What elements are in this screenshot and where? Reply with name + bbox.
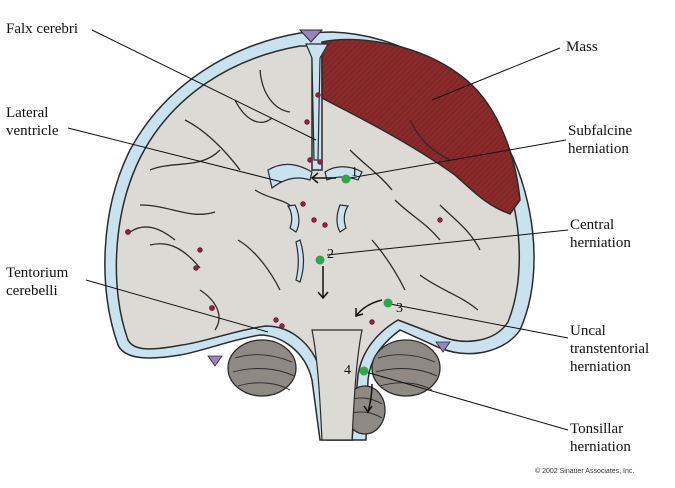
marker-4-dot — [359, 366, 369, 376]
label-tonsillar-herniation: Tonsillar herniation — [570, 421, 631, 455]
marker-2-dot — [315, 255, 325, 265]
leader-lines — [67, 29, 569, 431]
marker-2-label: 2 — [327, 247, 334, 262]
falx-cerebri — [305, 43, 330, 161]
label-central-herniation: Central herniation — [570, 217, 631, 251]
vessel-dots — [125, 92, 443, 329]
marker-1-dot — [341, 174, 351, 184]
label-subfalcine-herniation: Subfalcine herniation — [568, 123, 633, 157]
marker-1-label: 1 — [351, 165, 358, 180]
label-mass: Mass — [566, 39, 598, 55]
lateral-ventricles — [267, 163, 363, 283]
label-lateral-ventricle: Lateral ventricle — [6, 105, 59, 139]
label-falx-cerebri: Falx cerebri — [6, 21, 79, 37]
herniation-arrows — [310, 172, 383, 414]
brainstem — [311, 329, 363, 441]
herniation-markers: 1 2 3 4 — [315, 165, 403, 378]
label-tentorium-cerebelli: Tentorium cerebelli — [6, 265, 69, 299]
cerebellum — [227, 339, 441, 435]
transverse-sinus-left — [207, 355, 223, 367]
marker-3-dot — [383, 298, 393, 308]
marker-4-label: 4 — [344, 363, 351, 378]
copyright-notice: © 2002 Sinauer Associates, Inc. — [535, 468, 635, 475]
marker-3-label: 3 — [396, 301, 403, 316]
gyri-lines — [129, 69, 481, 331]
transverse-sinus-right — [435, 341, 451, 353]
superior-sagittal-sinus — [298, 29, 324, 43]
mass-lesion — [321, 38, 521, 215]
label-uncal-herniation: Uncal transtentorial herniation — [570, 323, 650, 375]
